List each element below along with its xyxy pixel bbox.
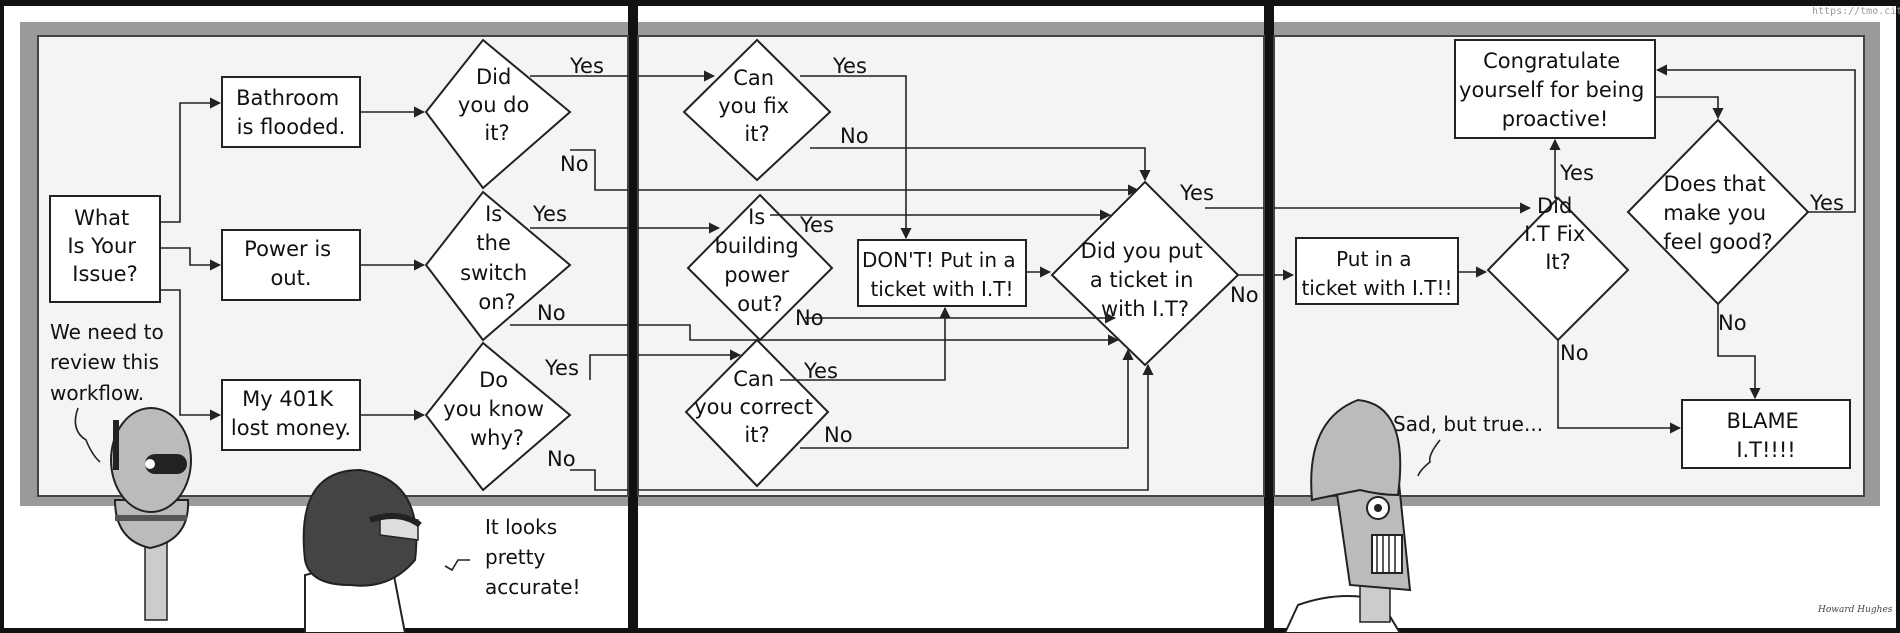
issue-401k-box <box>221 379 361 451</box>
congratulate-box <box>1454 39 1656 139</box>
start-box-text: What Is Your Issue? <box>67 206 142 286</box>
dont-ticket-box <box>857 239 1027 307</box>
decision-building-power <box>686 193 834 342</box>
label-no-p2-2: No <box>795 306 824 330</box>
label-yes-p3-1: Yes <box>1559 161 1594 185</box>
signature: Howard Hughes <box>1817 605 1893 615</box>
label-no-p3-2: No <box>1560 341 1589 365</box>
robot-character <box>110 407 192 621</box>
decision-switch-on-text: Is the switch on? <box>460 202 534 314</box>
decision-know-why-text: Do you know why? <box>443 368 550 450</box>
blame-text: BLAME I.T!!!! <box>1726 409 1805 462</box>
label-no-3: No <box>547 447 576 471</box>
decision-feel-good-text: Does that make you feel good? <box>1663 172 1773 254</box>
label-no-p2-1: No <box>840 124 869 148</box>
label-no-2: No <box>537 301 566 325</box>
label-yes-p2-4: Yes <box>1179 181 1214 205</box>
speech-robot-3: Sad, but true... <box>1393 412 1543 436</box>
issue-power-box <box>221 229 361 301</box>
congratulate-text: Congratulate yourself for being proactiv… <box>1459 49 1651 131</box>
label-yes-p3-2: Yes <box>1809 191 1844 215</box>
label-yes-2: Yes <box>532 202 567 226</box>
label-yes-p2-1: Yes <box>832 54 867 78</box>
blame-box <box>1681 399 1851 469</box>
robot-character-3 <box>1283 398 1412 633</box>
decision-can-you-correct-text: Can you correct it? <box>694 367 819 447</box>
label-yes-p2-3: Yes <box>803 359 838 383</box>
speech-robot-1: We need to review this workflow. <box>50 320 170 405</box>
decision-can-you-fix <box>682 38 832 182</box>
person-character <box>302 468 422 633</box>
decision-know-why <box>424 341 572 492</box>
speech-person: It looks pretty accurate! <box>485 515 581 599</box>
panel-1: What Is Your Issue? Bathroom is flooded.… <box>4 6 629 633</box>
decision-did-you-ticket <box>1050 180 1240 367</box>
issue-401k-text: My 401K lost money. <box>231 387 351 440</box>
decision-building-power-text: Is building power out? <box>715 205 806 316</box>
issue-flood-text: Bathroom is flooded. <box>236 86 346 139</box>
put-ticket-box <box>1295 237 1459 305</box>
decision-can-you-correct <box>684 338 830 488</box>
decision-did-you-do-it-text: Did you do it? <box>458 65 536 145</box>
decision-can-you-fix-text: Can you fix it? <box>718 66 796 146</box>
label-no-p2-4: No <box>1230 283 1259 307</box>
put-ticket-text: Put in a ticket with I.T!! <box>1301 247 1452 300</box>
issue-power-text: Power is out. <box>244 237 338 290</box>
decision-did-you-do-it <box>424 38 572 190</box>
label-yes-p2-2: Yes <box>799 213 834 237</box>
label-no-p3-1: No <box>1718 311 1747 335</box>
panel-2: Can you fix it? Is building power out? C… <box>637 6 1265 628</box>
label-no-p2-3: No <box>824 423 853 447</box>
start-box <box>49 195 161 303</box>
label-no-1: No <box>560 152 589 176</box>
issue-flood-box <box>221 76 361 148</box>
watermark: https://tmo.city <box>1812 6 1900 17</box>
dont-ticket-text: DON'T! Put in a ticket with I.T! <box>862 248 1022 301</box>
panel-3: Put in a ticket with I.T!! Did I.T Fix I… <box>1273 6 1896 633</box>
decision-switch-on <box>424 190 572 342</box>
label-yes-3: Yes <box>544 356 579 380</box>
label-yes-1: Yes <box>569 54 604 78</box>
